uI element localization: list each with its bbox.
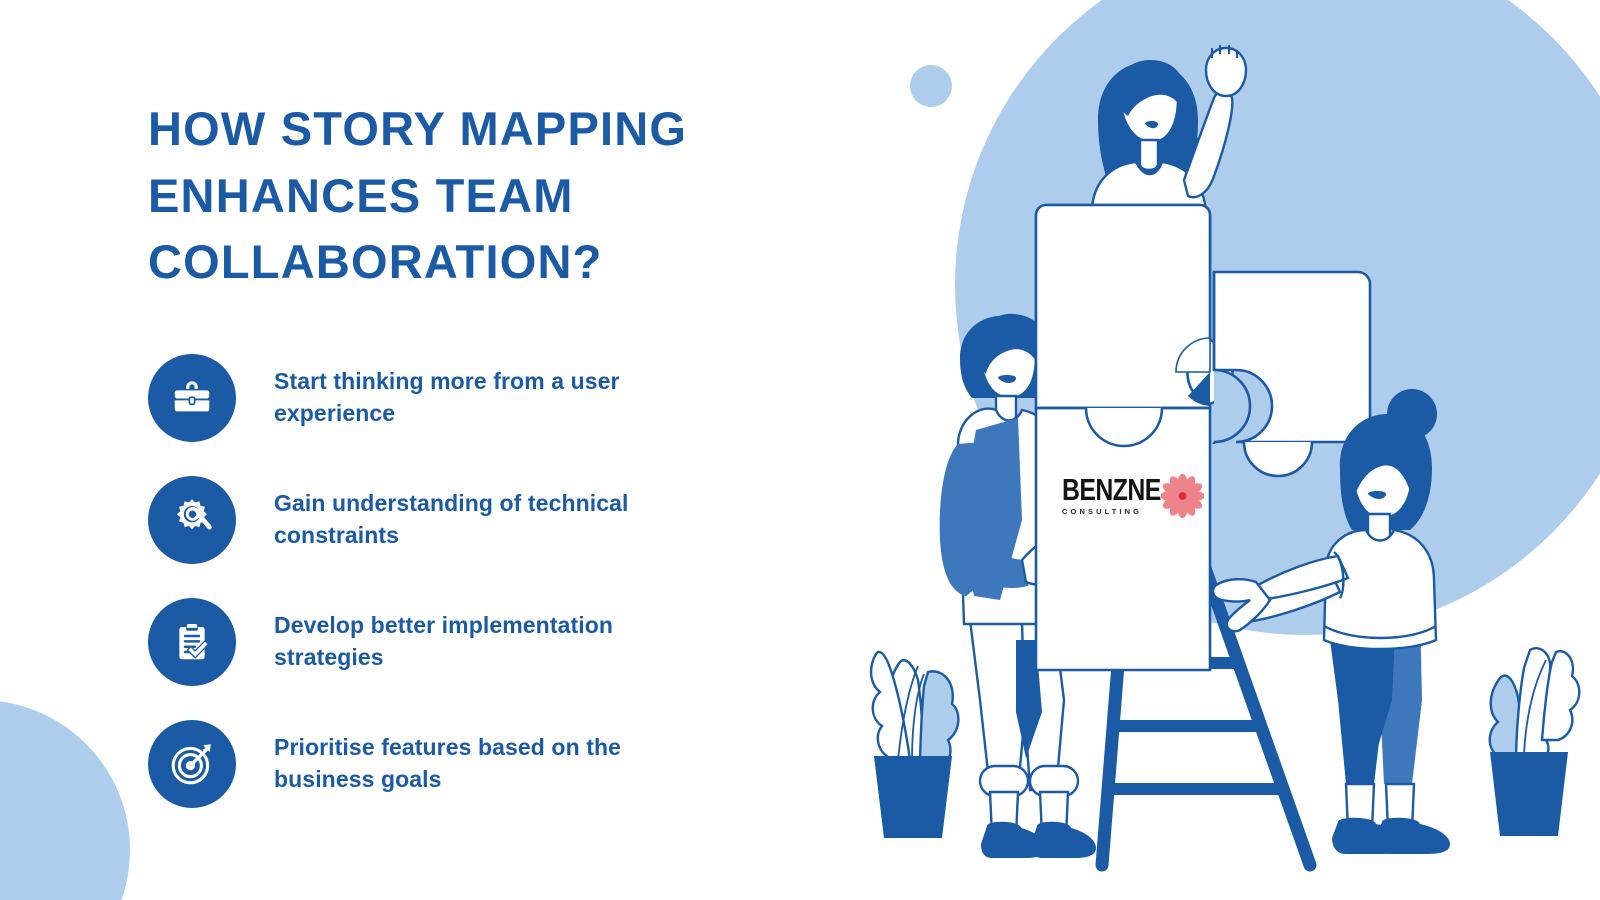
left-content-column: HOW STORY MAPPING ENHANCES TEAM COLLABOR… xyxy=(148,96,848,296)
page-title: HOW STORY MAPPING ENHANCES TEAM COLLABOR… xyxy=(148,102,688,289)
light-blue-circle-bottom-left xyxy=(0,700,130,900)
gear-wrench-icon xyxy=(148,476,236,564)
benefits-list: Start thinking more from a user experien… xyxy=(148,348,848,836)
logo-text-group: BENZNE CONSULTING xyxy=(1062,473,1161,516)
briefcase-icon xyxy=(148,354,236,442)
flower-icon xyxy=(1161,474,1204,518)
target-arrow-icon xyxy=(148,720,236,808)
logo-tagline: CONSULTING xyxy=(1062,506,1143,516)
list-item: Prioritise features based on the busines… xyxy=(148,714,848,814)
list-item: Start thinking more from a user experien… xyxy=(148,348,848,448)
logo-wordmark: BENZNE xyxy=(1062,473,1161,507)
list-item-label: Start thinking more from a user experien… xyxy=(274,368,620,426)
list-item-label: Prioritise features based on the busines… xyxy=(274,734,622,792)
list-item: Gain understanding of technical constrai… xyxy=(148,470,848,570)
list-item-label: Develop better implementation strategies xyxy=(274,612,614,670)
list-item: Develop better implementation strategies xyxy=(148,592,848,692)
team-assembling-puzzle-illustration xyxy=(840,0,1600,900)
list-item-label: Gain understanding of technical constrai… xyxy=(274,490,629,548)
small-light-blue-dot xyxy=(910,65,952,107)
benzne-consulting-logo: BENZNE CONSULTING xyxy=(1062,468,1204,526)
clipboard-check-icon xyxy=(148,598,236,686)
